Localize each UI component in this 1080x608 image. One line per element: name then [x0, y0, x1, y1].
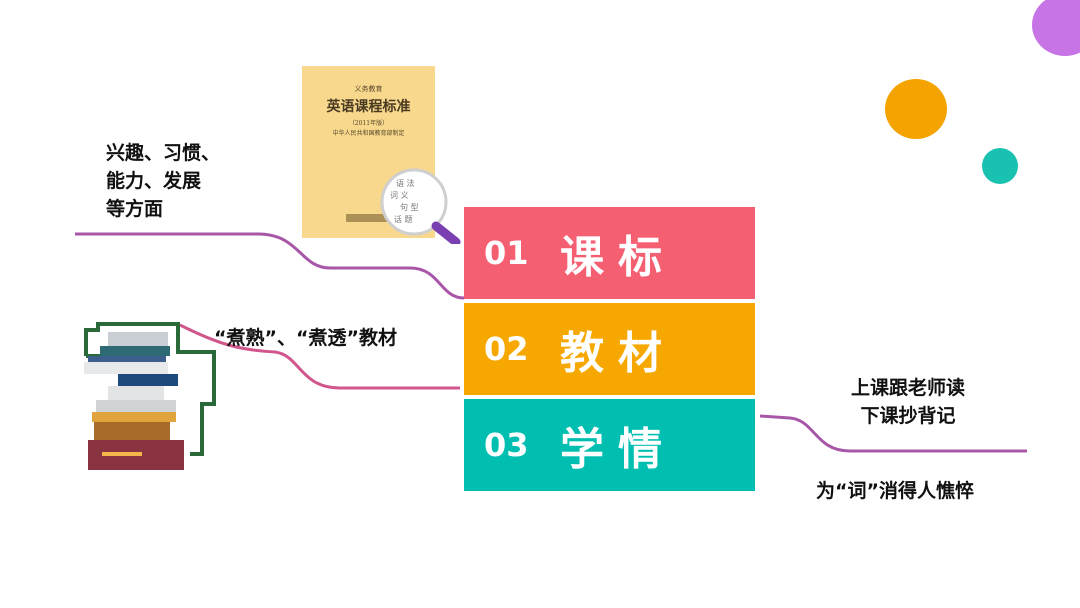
stacked-books-illustration [84, 322, 216, 470]
connector-line-middle [179, 323, 460, 390]
section-bar-learners: 03 学情 [464, 399, 755, 491]
connector-line-right [759, 414, 1027, 453]
teal-circle-decoration [982, 148, 1018, 184]
note-interest-line1: 兴趣、习惯、 [106, 142, 221, 164]
section-number: 03 [484, 426, 529, 464]
note-study-line2: 下课抄背记 [860, 405, 956, 427]
section-label: 学情 [560, 424, 676, 475]
book-cover-logo [346, 214, 390, 222]
book-cover-edition: （2011年版） [348, 120, 389, 127]
book-cover-publisher: 中华人民共和国教育部制定 [332, 130, 405, 137]
section-number: 01 [484, 234, 529, 272]
section-number: 02 [484, 330, 529, 368]
svg-text:句 型: 句 型 [400, 202, 419, 212]
magnifier-graphic: 语 法词 义句 型话 题 [380, 168, 461, 244]
connector-line-top [75, 232, 465, 300]
orange-circle-decoration [885, 79, 947, 139]
note-textbook: “煮熟”、“煮透”教材 [214, 327, 397, 349]
section-label: 教材 [560, 328, 676, 379]
section-bar-textbook: 02 教材 [464, 303, 755, 395]
note-vocabulary: 为“词”消得人憔悴 [816, 480, 974, 502]
book-cover-subtitle: 义务教育 [354, 85, 383, 93]
note-interest-line2: 能力、发展 [106, 170, 202, 192]
section-bar-curriculum: 01 课标 [464, 207, 755, 299]
note-interest-line3: 等方面 [106, 198, 164, 220]
note-study-line1: 上课跟老师读 [850, 377, 965, 399]
svg-text:话 题: 话 题 [394, 214, 413, 224]
book-cover-title: 英语课程标准 [326, 99, 411, 115]
svg-text:词 义: 词 义 [390, 191, 409, 200]
section-label: 课标 [560, 232, 676, 283]
note-interest: 兴趣、习惯、 能力、发展 等方面 [106, 139, 220, 223]
svg-text:语 法: 语 法 [396, 178, 415, 188]
note-study-habits: 上课跟老师读 下课抄背记 [820, 374, 996, 430]
